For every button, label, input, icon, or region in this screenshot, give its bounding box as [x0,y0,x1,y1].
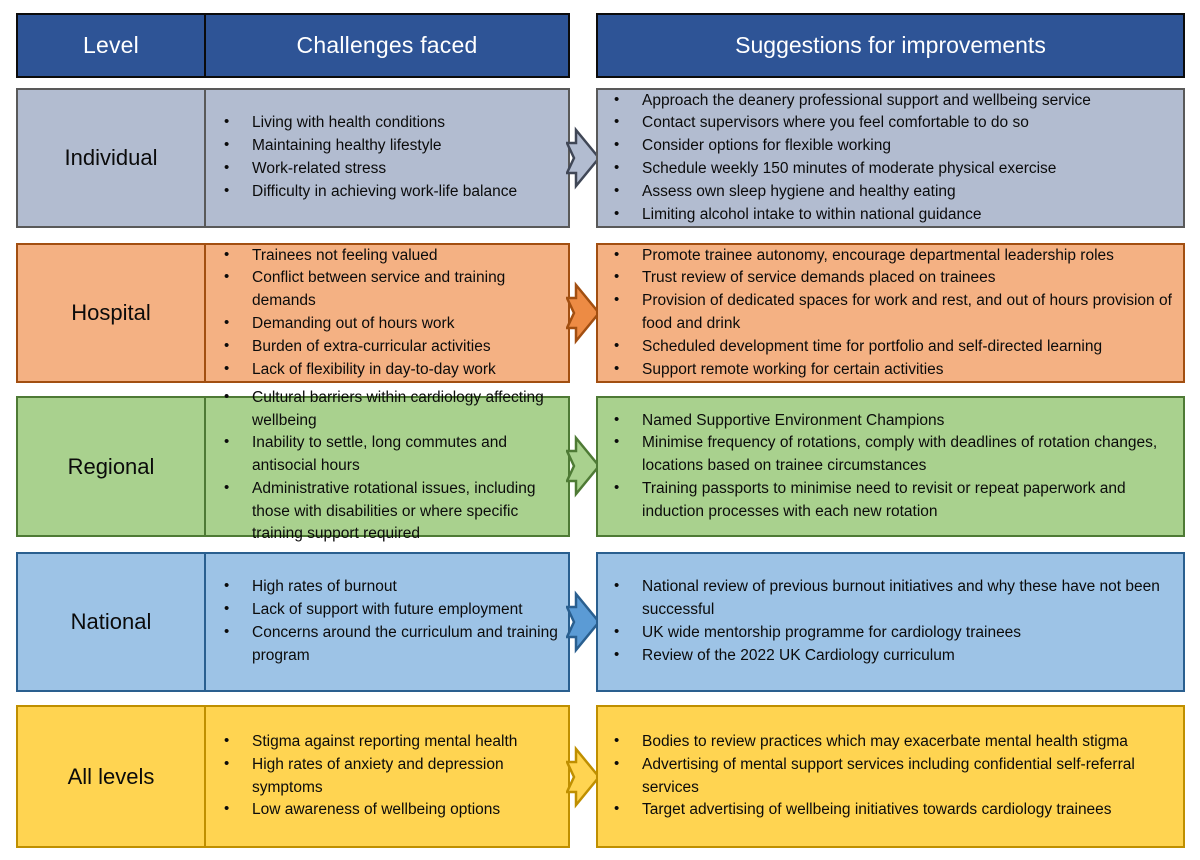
list-item: Training passports to minimise need to r… [598,477,1175,524]
challenges-cell: Living with health conditionsMaintaining… [206,90,568,226]
list-item: Promote trainee autonomy, encourage depa… [598,244,1175,268]
challenges-cell: Cultural barriers within cardiology affe… [206,386,568,543]
list-item: Named Supportive Environment Champions [598,409,1175,433]
list-item: Trainees not feeling valued [206,244,558,268]
challenges-box: All levelsStigma against reporting menta… [16,705,570,848]
challenges-box: HospitalTrainees not feeling valuedConfl… [16,243,570,383]
list-item: Administrative rotational issues, includ… [206,477,558,546]
challenges-cell: Stigma against reporting mental healthHi… [206,707,568,846]
challenges-list: Living with health conditionsMaintaining… [206,111,558,204]
list-item: Scheduled development time for portfolio… [598,335,1175,359]
right-arrow-icon [566,590,600,654]
list-item: Maintaining healthy lifestyle [206,134,558,158]
list-item: Difficulty in achieving work-life balanc… [206,180,558,204]
list-item: Cultural barriers within cardiology affe… [206,386,558,433]
table-row: RegionalCultural barriers within cardiol… [0,386,1200,543]
suggestions-list: Named Supportive Environment ChampionsMi… [598,409,1175,524]
list-item: Living with health conditions [206,111,558,135]
suggestions-list: National review of previous burnout init… [598,575,1175,668]
suggestions-list: Bodies to review practices which may exa… [598,730,1175,822]
list-item: Advertising of mental support services i… [598,753,1175,800]
suggestions-box: National review of previous burnout init… [596,552,1185,692]
challenges-list: Trainees not feeling valuedConflict betw… [206,244,558,382]
suggestions-box: Bodies to review practices which may exa… [596,705,1185,848]
challenges-box: NationalHigh rates of burnoutLack of sup… [16,552,570,692]
header-suggestions-for-improvements: Suggestions for improvements [596,13,1185,78]
list-item: Minimise frequency of rotations, comply … [598,431,1175,478]
list-item: Support remote working for certain activ… [598,358,1175,382]
list-item: Trust review of service demands placed o… [598,266,1175,290]
list-item: Burden of extra-curricular activities [206,335,558,359]
challenges-list: High rates of burnoutLack of support wit… [206,575,558,668]
list-item: Schedule weekly 150 minutes of moderate … [598,157,1175,181]
list-item: Inability to settle, long commutes and a… [206,431,558,478]
level-label: National [18,554,206,690]
list-item: Consider options for flexible working [598,134,1175,158]
list-item: UK wide mentorship programme for cardiol… [598,621,1175,645]
suggestions-box: Named Supportive Environment ChampionsMi… [596,396,1185,537]
challenges-cell: Trainees not feeling valuedConflict betw… [206,244,568,382]
list-item: Stigma against reporting mental health [206,730,558,754]
list-item: Target advertising of wellbeing initiati… [598,798,1175,822]
level-label: Regional [18,398,206,535]
table-row: All levelsStigma against reporting menta… [0,705,1200,848]
challenges-list: Cultural barriers within cardiology affe… [206,386,558,546]
list-item: Contact supervisors where you feel comfo… [598,111,1175,135]
right-arrow-icon [566,126,600,190]
level-label: Individual [18,90,206,226]
list-item: Approach the deanery professional suppor… [598,89,1175,113]
list-item: Concerns around the curriculum and train… [206,621,558,668]
list-item: Bodies to review practices which may exa… [598,730,1175,754]
header-level: Level [18,15,206,76]
list-item: Assess own sleep hygiene and healthy eat… [598,180,1175,204]
list-item: Lack of support with future employment [206,598,558,622]
list-item: National review of previous burnout init… [598,575,1175,622]
right-arrow-icon [566,281,600,345]
challenges-list: Stigma against reporting mental healthHi… [206,730,558,822]
list-item: Work-related stress [206,157,558,181]
list-item: Limiting alcohol intake to within nation… [598,203,1175,227]
suggestions-box: Approach the deanery professional suppor… [596,88,1185,228]
list-item: Provision of dedicated spaces for work a… [598,289,1175,336]
level-label: Hospital [18,245,206,381]
list-item: Lack of flexibility in day-to-day work [206,358,558,382]
table-row: HospitalTrainees not feeling valuedConfl… [0,243,1200,383]
table-header: Level Challenges faced Suggestions for i… [0,13,1200,78]
challenges-cell: High rates of burnoutLack of support wit… [206,554,568,690]
header-left-group: Level Challenges faced [16,13,570,78]
suggestions-list: Approach the deanery professional suppor… [598,89,1175,227]
right-arrow-icon [566,434,600,498]
list-item: Low awareness of wellbeing options [206,798,558,822]
table-row: IndividualLiving with health conditionsM… [0,88,1200,228]
challenges-box: RegionalCultural barriers within cardiol… [16,386,570,543]
suggestions-list: Promote trainee autonomy, encourage depa… [598,244,1175,382]
header-challenges-faced: Challenges faced [296,32,478,58]
list-item: Conflict between service and training de… [206,266,558,313]
list-item: High rates of burnout [206,575,558,599]
right-arrow-icon [566,745,600,809]
list-item: High rates of anxiety and depression sym… [206,753,558,800]
suggestions-box: Promote trainee autonomy, encourage depa… [596,243,1185,383]
challenges-box: IndividualLiving with health conditionsM… [16,88,570,228]
list-item: Demanding out of hours work [206,312,558,336]
list-item: Review of the 2022 UK Cardiology curricu… [598,644,1175,668]
table-row: NationalHigh rates of burnoutLack of sup… [0,552,1200,692]
level-label: All levels [18,707,206,846]
